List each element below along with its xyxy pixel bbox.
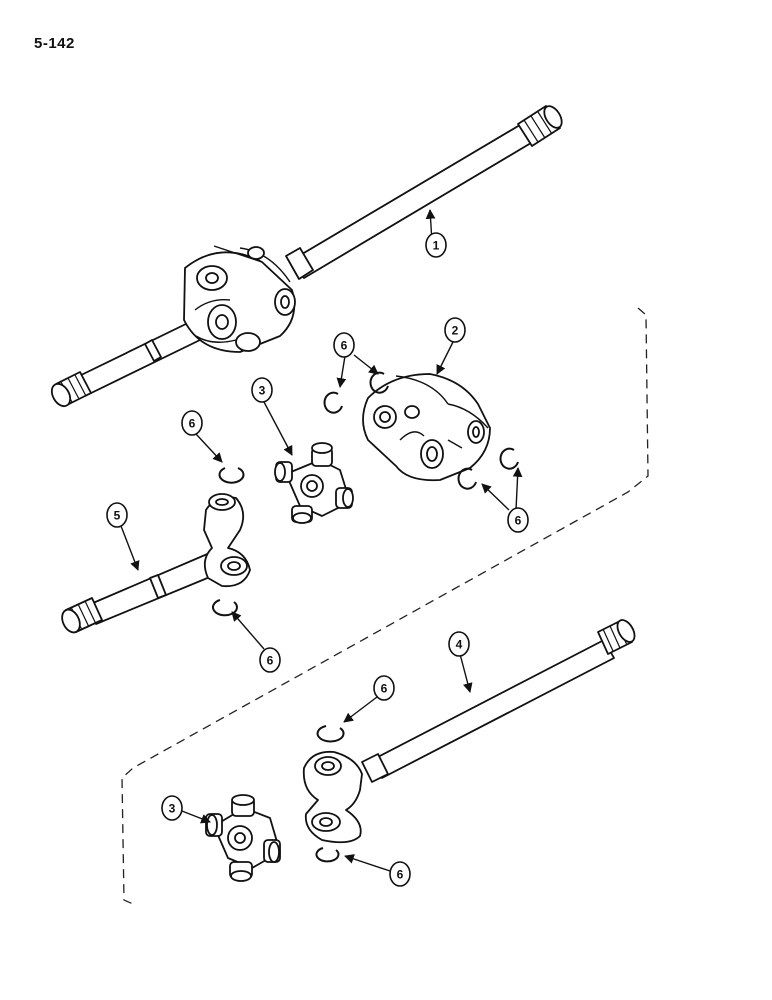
dashed-group-outline — [121, 307, 649, 905]
universal-joint-cross-lower — [205, 794, 281, 882]
callout-6-upper-pair: 6 — [333, 332, 355, 358]
callout-6-shaft4-bottom: 6 — [389, 861, 411, 887]
inner-axle-shaft — [61, 493, 251, 634]
callout-6-right-pair: 6 — [507, 507, 529, 533]
callout-6-shaft5-top: 6 — [181, 410, 203, 436]
svg-text:6: 6 — [341, 339, 348, 353]
svg-text:3: 3 — [169, 802, 176, 816]
coupling-yoke — [362, 373, 491, 482]
snap-ring — [315, 847, 340, 863]
svg-text:6: 6 — [515, 514, 522, 528]
callout-4: 4 — [448, 631, 470, 657]
svg-text:4: 4 — [456, 638, 463, 652]
svg-text:6: 6 — [267, 654, 274, 668]
callout-3-upper: 3 — [251, 377, 273, 403]
callout-5: 5 — [106, 502, 128, 528]
snap-rings — [212, 371, 519, 863]
snap-ring — [499, 447, 519, 470]
callout-2: 2 — [444, 317, 466, 343]
snap-ring — [316, 725, 345, 743]
svg-text:5: 5 — [114, 509, 121, 523]
snap-ring — [212, 599, 238, 617]
svg-text:6: 6 — [381, 682, 388, 696]
svg-text:6: 6 — [189, 417, 196, 431]
page-number: 5-142 — [34, 35, 75, 52]
outer-axle-shaft — [302, 619, 636, 844]
callout-1: 1 — [425, 232, 447, 258]
snap-ring — [457, 467, 477, 490]
axle-shaft-assembly — [50, 105, 563, 408]
callouts: 1 2 3 3 4 5 6 6 6 6 6 6 — [106, 232, 529, 887]
universal-joint-cross-upper — [274, 442, 354, 524]
callout-6-shaft5-bottom: 6 — [259, 647, 281, 673]
snap-ring — [323, 391, 343, 414]
snap-ring — [218, 467, 245, 484]
callout-3-lower: 3 — [161, 795, 183, 821]
svg-text:1: 1 — [433, 239, 440, 253]
svg-text:6: 6 — [397, 868, 404, 882]
callout-6-shaft4-top: 6 — [373, 675, 395, 701]
svg-text:2: 2 — [452, 324, 459, 338]
leader-lines — [120, 209, 523, 872]
svg-text:3: 3 — [259, 384, 266, 398]
